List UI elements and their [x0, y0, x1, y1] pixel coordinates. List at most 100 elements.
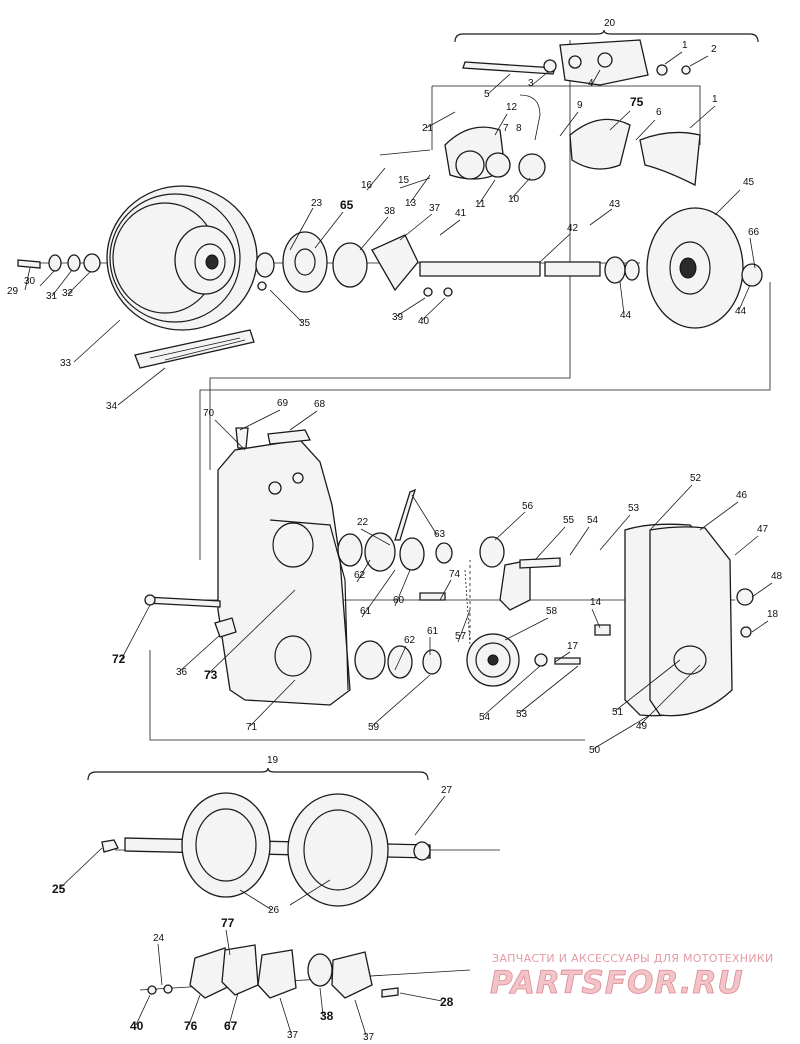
callout-c46: 46: [736, 490, 748, 501]
callout-c43: 43: [609, 199, 621, 210]
callout-c61a: 61: [360, 606, 372, 617]
callout-c38a: 38: [384, 206, 396, 217]
callout-c55: 55: [563, 515, 575, 526]
callout-c14: 14: [590, 597, 602, 608]
callout-c67: 67: [224, 1019, 238, 1033]
callout-c76: 76: [184, 1019, 198, 1033]
callout-c61b: 61: [427, 626, 439, 637]
callout-c7: 7: [503, 123, 509, 134]
chaincase-housing-71: [217, 427, 351, 706]
secondary-clutch-parts: [255, 231, 640, 297]
callout-c35: 35: [299, 318, 311, 329]
callout-c70: 70: [203, 408, 215, 419]
callout-c2: 2: [711, 44, 717, 55]
drive-belt-34: [134, 329, 255, 369]
callout-c69: 69: [277, 398, 289, 409]
callout-c26: 26: [268, 905, 280, 916]
callout-c59: 59: [368, 722, 380, 733]
guide-line-lower: [149, 650, 585, 741]
callout-c32: 32: [62, 288, 74, 299]
callout-c42: 42: [567, 223, 579, 234]
callout-c77: 77: [221, 916, 235, 930]
callout-c47: 47: [757, 524, 769, 535]
callout-c21: 21: [422, 123, 434, 134]
callout-c68: 68: [314, 399, 326, 410]
guide-line-top: [431, 85, 701, 150]
callout-c24: 24: [153, 933, 165, 944]
driveshaft-assembly-19: [101, 792, 431, 907]
driven-sheave-45: [646, 207, 763, 329]
callout-c6: 6: [656, 107, 662, 118]
axis-line-bearings: [139, 969, 471, 991]
callout-c31: 31: [46, 291, 58, 302]
callout-c37a: 37: [429, 203, 441, 214]
callout-c56: 56: [522, 501, 534, 512]
watermark-logo: PARTSFOR.RU: [490, 965, 744, 1001]
callout-c28: 28: [440, 995, 454, 1009]
callout-c54a: 54: [587, 515, 599, 526]
drive-chain: [464, 569, 471, 646]
callout-c63: 63: [434, 529, 446, 540]
callout-c10: 10: [508, 194, 520, 205]
callout-c12: 12: [506, 102, 518, 113]
callout-c52: 52: [690, 473, 702, 484]
bracket-group-19: [87, 767, 429, 781]
callout-c65: 65: [340, 198, 354, 212]
callout-c40a: 40: [418, 316, 430, 327]
bearing-flanges: [147, 944, 399, 999]
callout-c25: 25: [52, 882, 66, 896]
callout-c5: 5: [484, 89, 490, 100]
callout-c54b: 54: [479, 712, 491, 723]
callout-c3: 3: [528, 78, 534, 89]
callout-c49: 49: [636, 721, 648, 732]
callout-c17: 17: [567, 641, 579, 652]
callout-c15: 15: [398, 175, 410, 186]
callout-c41: 41: [455, 208, 467, 219]
bracket-group-20: [454, 29, 759, 43]
clutch-drum-33: [106, 185, 258, 331]
callout-c1a: 1: [682, 40, 688, 51]
chaincase-cover-46: [624, 523, 754, 717]
callout-c1b: 1: [712, 94, 718, 105]
callout-c72: 72: [112, 652, 126, 666]
callout-c23: 23: [311, 198, 323, 209]
callout-c8: 8: [516, 123, 522, 134]
callout-c48: 48: [771, 571, 783, 582]
mount-bracket-assembly: [462, 39, 691, 86]
chaincase-internals: [337, 488, 611, 687]
callout-c37c: 37: [363, 1032, 375, 1043]
callout-c39: 39: [392, 312, 404, 323]
callout-c36: 36: [176, 667, 188, 678]
callout-c34: 34: [106, 401, 118, 412]
callout-c44a: 44: [620, 310, 632, 321]
callout-c22: 22: [357, 517, 369, 528]
guide-line-left-loop: [209, 40, 571, 470]
callout-c51: 51: [612, 707, 624, 718]
callout-c75: 75: [630, 95, 644, 109]
callout-c45: 45: [743, 177, 755, 188]
watermark-tagline: ЗАПЧАСТИ И АКСЕССУАРЫ ДЛЯ МОТОТЕХНИКИ: [492, 952, 774, 965]
watermark: ЗАПЧАСТИ И АКСЕССУАРЫ ДЛЯ МОТОТЕХНИКИ PA…: [490, 952, 774, 1001]
callout-c50: 50: [589, 745, 601, 756]
callout-c13: 13: [405, 198, 417, 209]
callout-c57: 57: [455, 631, 467, 642]
callout-c60: 60: [393, 595, 405, 606]
callout-c74: 74: [449, 569, 461, 580]
callout-c27: 27: [441, 785, 453, 796]
callout-c19: 19: [267, 755, 279, 766]
callout-c4: 4: [588, 78, 594, 89]
callout-c62a: 62: [354, 570, 366, 581]
callout-c58: 58: [546, 606, 558, 617]
bolt-72: [144, 594, 237, 638]
bolt-29-32: [17, 253, 101, 273]
callout-c33: 33: [60, 358, 72, 369]
callout-c11: 11: [475, 199, 486, 210]
callout-c66: 66: [748, 227, 760, 238]
callout-c20: 20: [604, 18, 616, 29]
clutch-weights: [379, 94, 701, 187]
callout-c18: 18: [767, 609, 779, 620]
callout-c53a: 53: [628, 503, 640, 514]
callout-c40b: 40: [130, 1019, 144, 1033]
